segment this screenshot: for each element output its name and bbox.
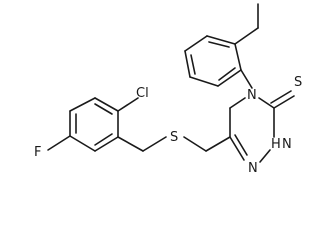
bond <box>259 149 271 163</box>
bond <box>240 69 253 89</box>
triazole-ring <box>229 97 275 163</box>
structure-drawing: Cl F S N S N H N <box>34 3 302 176</box>
bond <box>69 97 96 112</box>
bond <box>69 135 96 152</box>
atom-label-h: H <box>271 137 281 152</box>
bond-inner <box>94 103 113 115</box>
atom-label-cl: Cl <box>136 86 149 101</box>
bond <box>94 97 119 112</box>
bond <box>183 136 207 152</box>
bond <box>117 136 144 152</box>
bond-double <box>273 95 295 109</box>
bond <box>189 76 219 87</box>
bond <box>258 97 275 109</box>
atom-label-n2h: N <box>282 137 292 152</box>
bond-inner <box>208 41 230 48</box>
bond-double <box>270 90 292 104</box>
atom-label-n4: N <box>247 88 257 103</box>
bond-inner <box>190 54 196 75</box>
bond <box>94 136 119 152</box>
bond <box>229 136 245 161</box>
bond <box>142 136 167 152</box>
atom-label-s-thioether: S <box>170 130 178 145</box>
bond <box>206 35 236 45</box>
bond <box>234 43 242 71</box>
chlorofluorophenyl-ring <box>69 97 119 152</box>
bond-double <box>234 134 248 156</box>
bond-inner <box>218 67 236 81</box>
atom-label-n1: N <box>248 161 258 176</box>
bond <box>229 97 246 109</box>
bond <box>117 97 139 112</box>
bond <box>184 50 191 78</box>
bond <box>47 135 71 151</box>
bond-inner <box>94 133 113 146</box>
bond <box>205 136 231 152</box>
atom-label-s-thione: S <box>294 75 302 90</box>
bond <box>234 27 259 45</box>
bond <box>217 69 242 87</box>
ethylphenyl-ring <box>184 35 242 87</box>
bond <box>184 35 208 52</box>
molecule-diagram: Cl F S N S N H N <box>34 3 302 176</box>
atom-label-f: F <box>34 145 41 160</box>
